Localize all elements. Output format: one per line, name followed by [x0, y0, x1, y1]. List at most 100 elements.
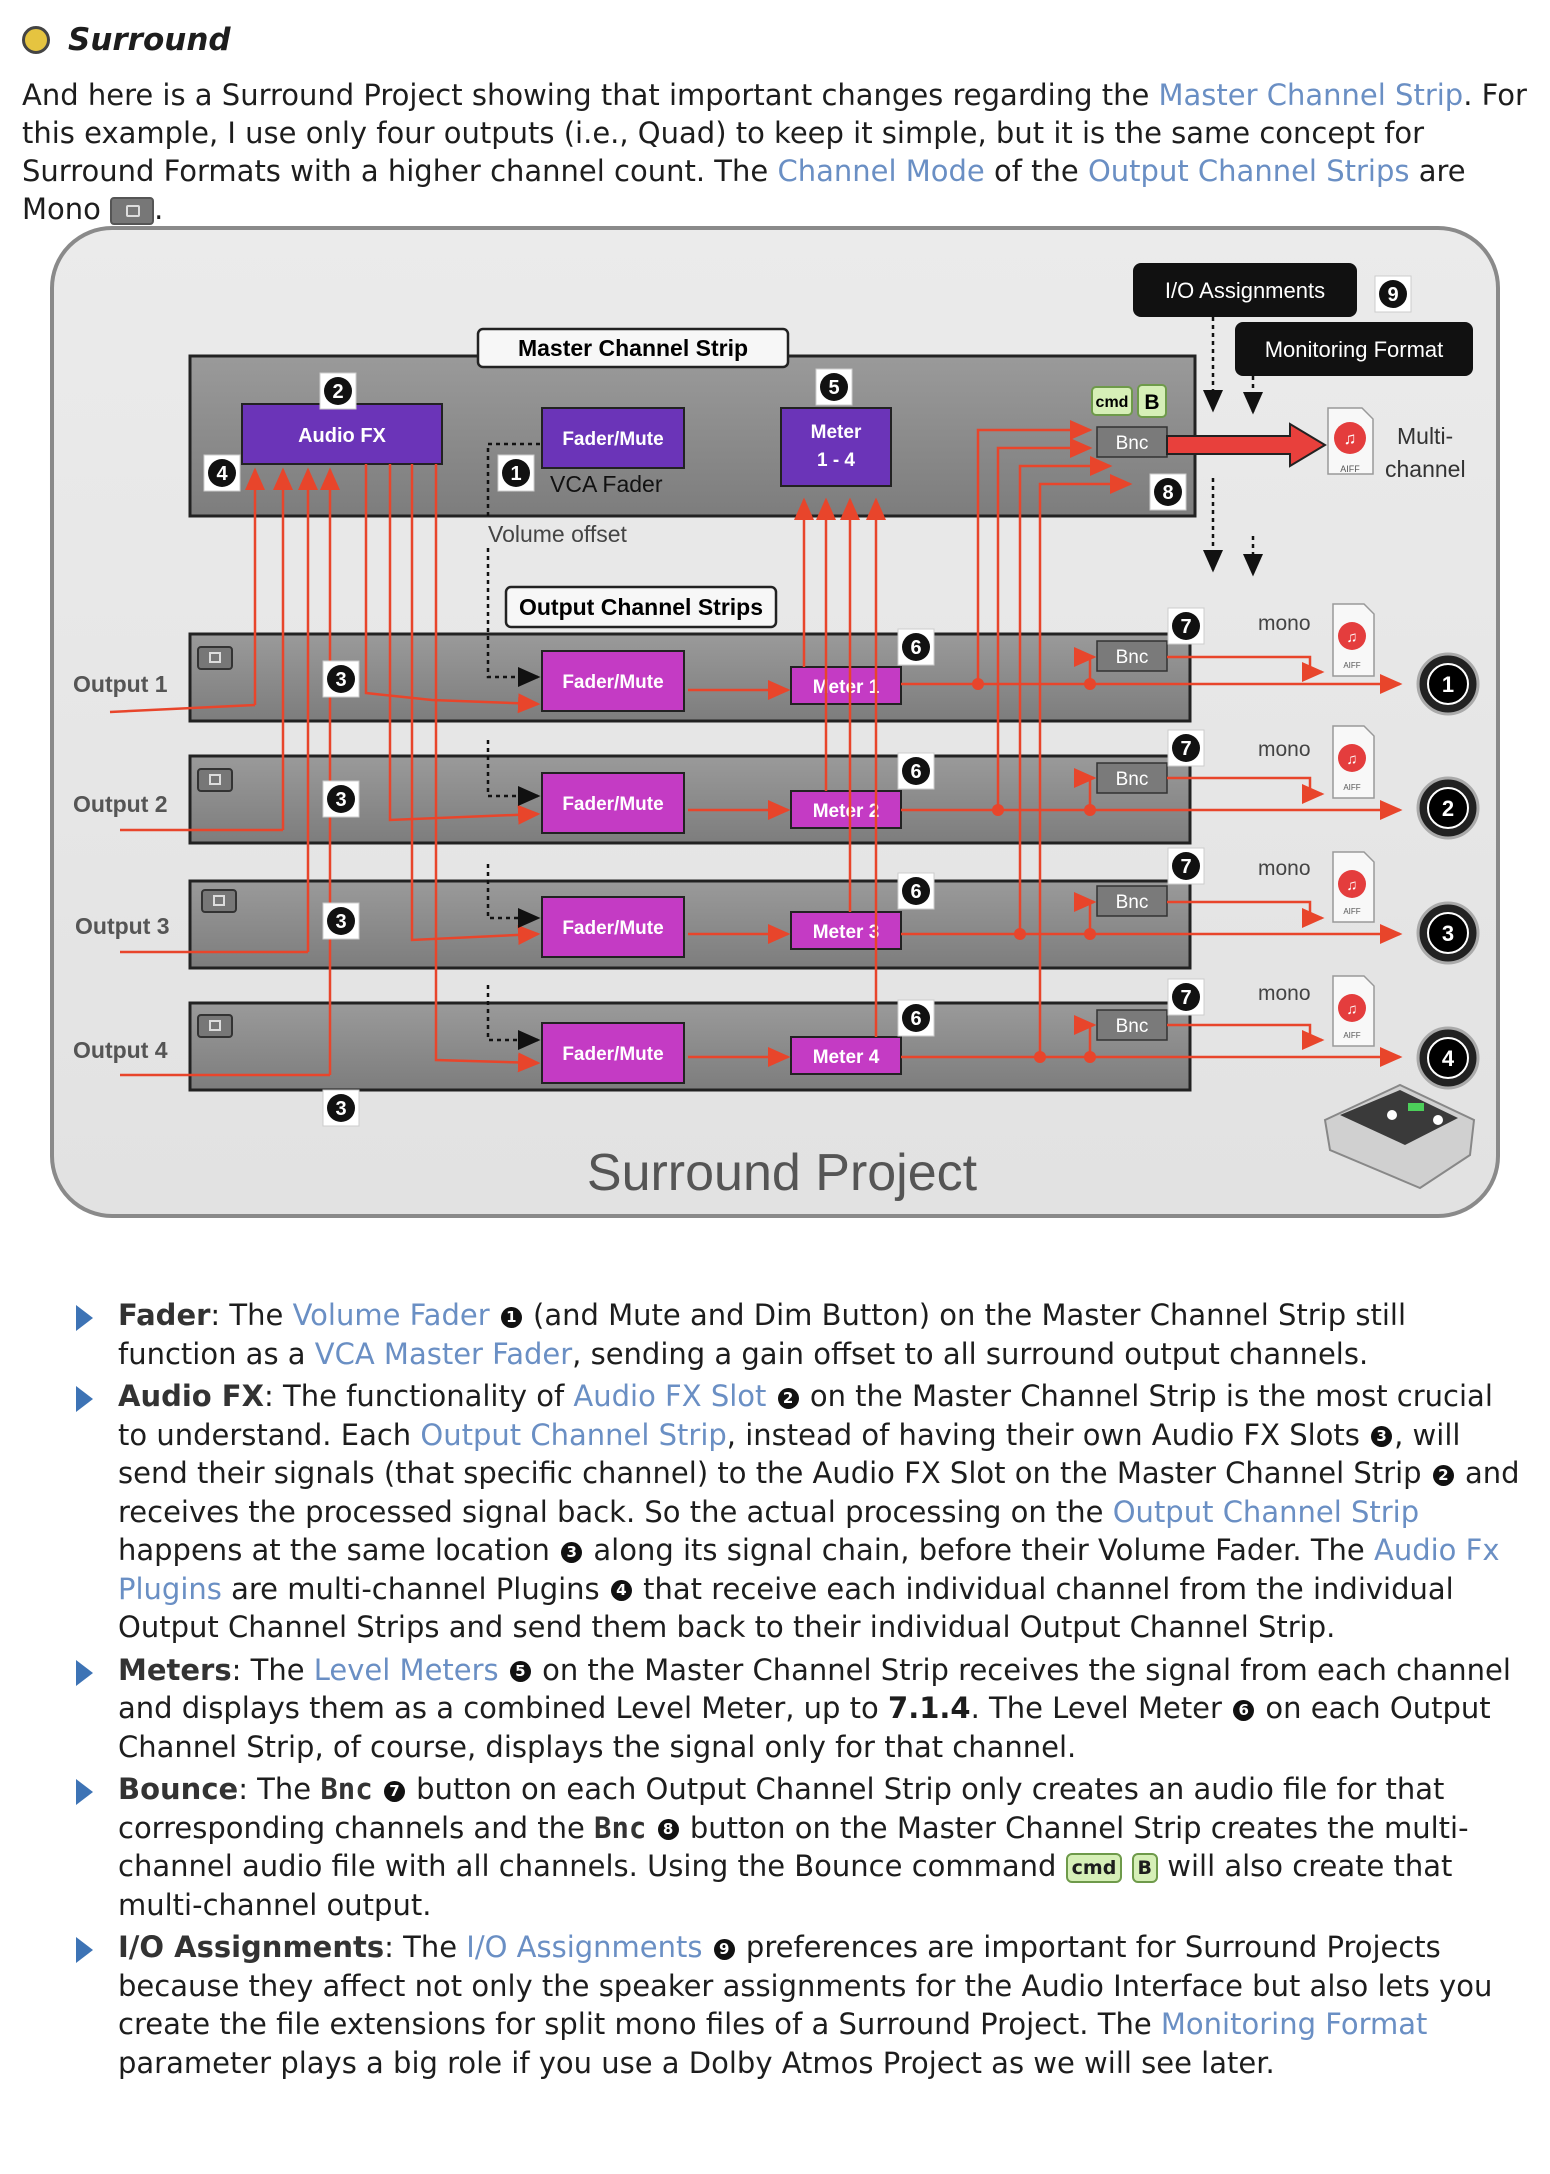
badge-7-out4: 7 — [1180, 987, 1191, 1009]
svg-text:♫: ♫ — [1346, 629, 1357, 646]
audio-interface-icon — [1323, 1083, 1476, 1190]
mono-mode-icon — [197, 646, 233, 670]
link-master-channel-strip[interactable]: Master Channel Strip — [1158, 78, 1464, 112]
mono-aiff-files: mono ♫ AIFF mono ♫ AIFF mono ♫ AIFF mono… — [1258, 603, 1375, 1047]
badge-3-out1: 3 — [335, 669, 346, 691]
link-output-channel-strips[interactable]: Output Channel Strips — [1087, 154, 1410, 188]
badge-6-out1: 6 — [910, 637, 921, 659]
bullet-audio-fx: Audio FX: The functionality of Audio FX … — [70, 1377, 1530, 1647]
output-strip-4: Fader/Mute Meter 4 Bnc — [188, 1001, 1192, 1092]
bullet-meters: Meters: The Level Meters 5 on the Master… — [70, 1651, 1530, 1767]
vca-offset-dotted-arrows — [486, 548, 541, 1050]
multichannel-music-icon — [1334, 422, 1366, 454]
svg-text:4: 4 — [1442, 1046, 1455, 1071]
vca-fader-label: VCA Fader — [550, 471, 663, 497]
svg-text:mono: mono — [1258, 982, 1311, 1005]
multichannel-aiff-label: AIFF — [1340, 464, 1360, 474]
mono-mode-icon — [197, 768, 233, 792]
numbered-badges: 2 4 1 5 8 9 3 3 3 3 6 6 6 6 7 7 7 7 — [203, 275, 1412, 1127]
master-fader-mute-label: Fader/Mute — [562, 429, 663, 450]
link-channel-mode[interactable]: Channel Mode — [777, 154, 985, 188]
svg-text:2: 2 — [1442, 796, 1454, 821]
intro-paragraph: And here is a Surround Project showing t… — [22, 78, 1527, 226]
master-bounce-label: Bnc — [1116, 433, 1149, 454]
svg-text:mono: mono — [1258, 857, 1311, 880]
master-meter — [780, 407, 892, 487]
svg-text:Fader/Mute: Fader/Mute — [562, 1044, 663, 1065]
monitoring-format-label: Monitoring Format — [1265, 337, 1444, 362]
svg-text:mono: mono — [1258, 612, 1311, 635]
fader-mute-4 — [541, 1022, 685, 1084]
svg-text:Bnc: Bnc — [1116, 892, 1149, 913]
io-dotted-arrows — [1203, 317, 1263, 577]
svg-text:Fader/Mute: Fader/Mute — [562, 672, 663, 693]
audio-fx-label: Audio FX — [298, 425, 386, 447]
output-label-3: Output 3 — [75, 913, 170, 939]
mono-mode-icon — [110, 197, 155, 225]
speaker-outputs: 1 2 3 4 — [1416, 652, 1480, 1090]
bullet-triangle-icon — [76, 1659, 93, 1686]
bounce-button-1[interactable] — [1096, 640, 1168, 672]
svg-text:Fader/Mute: Fader/Mute — [562, 918, 663, 939]
badge-6-out2: 6 — [910, 761, 921, 783]
monitoring-format-box — [1235, 322, 1473, 376]
badge-3-out2: 3 — [335, 789, 346, 811]
master-meter-label-2: 1 - 4 — [817, 450, 855, 471]
svg-text:♫: ♫ — [1344, 429, 1357, 448]
link-level-meters[interactable]: Level Meters — [313, 1652, 499, 1687]
badge-3-out3: 3 — [335, 911, 346, 933]
surround-project-diagram: Master Channel Strip Audio FX Fader/Mute… — [50, 226, 1500, 1218]
output-strips-label-box — [504, 585, 778, 629]
signal-flow-lines — [109, 420, 1403, 1077]
badge-4: 4 — [216, 463, 228, 485]
master-strip-label-box — [476, 327, 790, 369]
master-bounce-button[interactable] — [1096, 426, 1168, 458]
output-strip-3: Fader/Mute Meter 3 Bnc — [188, 879, 1192, 970]
badge-1: 1 — [510, 463, 521, 485]
section-header: Surround — [22, 22, 231, 58]
link-output-channel-strip-2[interactable]: Output Channel Strip — [1112, 1494, 1420, 1529]
cmd-key-label: cmd — [1096, 394, 1129, 411]
link-io-assignments[interactable]: I/O Assignments — [466, 1930, 703, 1964]
svg-text:AIFF: AIFF — [1343, 661, 1360, 670]
fader-mute-3 — [541, 896, 685, 958]
bullet-triangle-icon — [76, 1779, 93, 1805]
output-strips-label: Output Channel Strips — [519, 594, 763, 620]
svg-text:♫: ♫ — [1346, 877, 1357, 894]
svg-text:AIFF: AIFF — [1343, 1031, 1360, 1040]
badge-7-out2: 7 — [1180, 738, 1191, 760]
link-audio-fx-plugins[interactable]: Audio Fx Plugins — [118, 1533, 1500, 1606]
bullet-triangle-icon — [76, 1305, 93, 1331]
link-volume-fader[interactable]: Volume Fader — [292, 1298, 490, 1332]
svg-text:mono: mono — [1258, 738, 1311, 761]
bullet-triangle-icon — [76, 1937, 93, 1963]
link-output-channel-strip[interactable]: Output Channel Strip — [420, 1417, 727, 1452]
output-label-1: Output 1 — [73, 671, 168, 697]
svg-text:Meter 3: Meter 3 — [813, 922, 880, 943]
mono-mode-icon — [201, 889, 237, 913]
io-assignments-label: I/O Assignments — [1165, 278, 1325, 303]
b-key-icon: B — [1131, 1853, 1159, 1883]
bounce-button-3[interactable] — [1096, 885, 1168, 917]
badge-6-out4: 6 — [910, 1008, 921, 1030]
bullet-bounce: Bounce: The Bnc 7 button on each Output … — [70, 1770, 1530, 1924]
badge-6-out3: 6 — [910, 881, 921, 903]
svg-text:AIFF: AIFF — [1343, 907, 1360, 916]
mono-mode-icon — [197, 1014, 233, 1038]
meter-3 — [790, 911, 902, 950]
multichannel-bounce-arrow — [1166, 422, 1327, 468]
link-vca-master-fader[interactable]: VCA Master Fader — [314, 1336, 573, 1371]
multichannel-label-2: channel — [1385, 456, 1466, 482]
link-audio-fx-slot[interactable]: Audio FX Slot — [573, 1379, 767, 1413]
fader-mute-1 — [541, 650, 685, 712]
bullet-triangle-icon — [76, 1386, 93, 1412]
fader-mute-2 — [541, 772, 685, 834]
svg-text:♫: ♫ — [1346, 1001, 1357, 1018]
link-monitoring-format[interactable]: Monitoring Format — [1160, 2007, 1428, 2041]
svg-text:Meter 4: Meter 4 — [813, 1047, 880, 1068]
bounce-button-2[interactable] — [1096, 762, 1168, 794]
b-key-label: B — [1144, 391, 1159, 414]
svg-text:3: 3 — [1442, 921, 1454, 946]
output-label-2: Output 2 — [73, 791, 168, 817]
master-strip-label: Master Channel Strip — [518, 335, 748, 361]
